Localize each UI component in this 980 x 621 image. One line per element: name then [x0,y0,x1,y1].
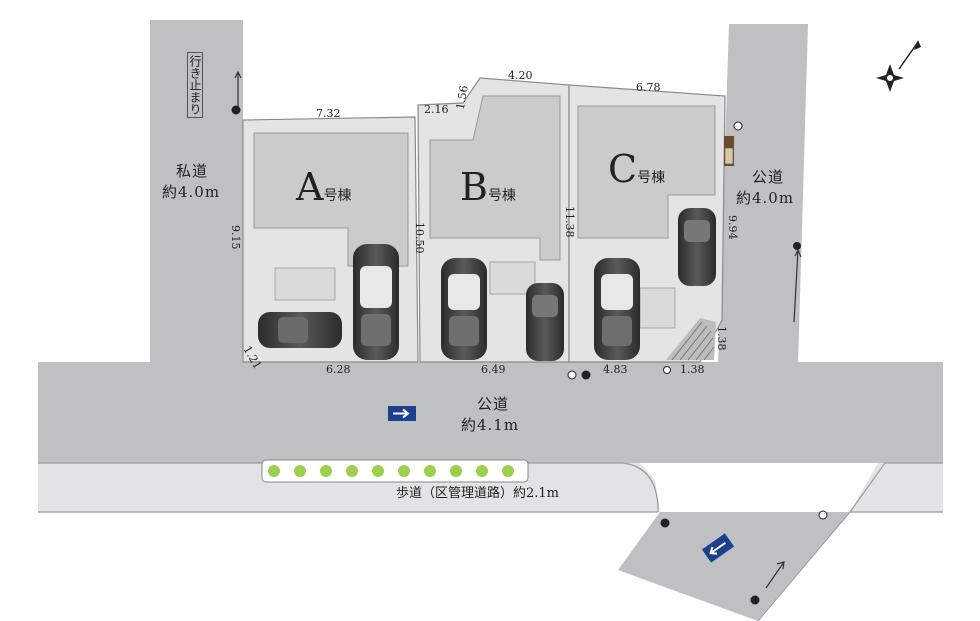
dim-b-bottom: 6.49 [481,363,506,376]
hedge-row [261,459,529,483]
one-way-sign-side [701,533,735,563]
car-a-horizontal [258,312,342,348]
lot-b-suffix: 号棟 [487,188,516,204]
lot-b-label: B号棟 [460,168,516,206]
dim-a-top: 7.32 [316,107,341,120]
dim-b-side: 10.50 [413,222,426,254]
lot-a-label: A号棟 [296,168,351,206]
cars [258,208,716,361]
compass-icon [876,40,921,92]
one-way-sign-main [388,406,416,421]
lot-c-suffix: 号棟 [637,170,666,186]
dead-end-label: 行き止まり [187,52,203,118]
private-road-width: 約4.0m [162,183,221,201]
car-c-right [678,208,716,286]
houses [253,95,734,361]
dim-c-corner-right: 1.38 [715,326,728,351]
side-road-southeast [618,512,850,621]
car-c-left [594,258,640,360]
lot-a-suffix: 号棟 [323,188,352,204]
house-c [577,105,716,239]
sidewalk-east [850,463,943,512]
dim-c-bottom: 4.83 [603,363,628,376]
lot-a-letter: A [296,165,324,209]
dim-c-corner-bottom: 1.38 [680,363,705,376]
dim-a-bottom: 6.28 [326,363,351,376]
main-road-width: 約4.1m [461,416,520,434]
public-road-main [38,362,943,463]
parking-c [639,287,676,329]
car-b-left [441,258,487,360]
dim-a-left: 9.15 [229,225,242,250]
lot-b-letter: B [460,165,488,209]
lot-c-label: C号棟 [608,150,665,188]
dim-c-side: 11.38 [563,206,576,238]
house-b [429,95,561,261]
parking-a [274,267,336,301]
dim-c-top: 6.78 [636,81,661,94]
sidewalk-label: 歩道（区管理道路）約2.1m [396,486,560,501]
dim-b-top: 4.20 [508,69,533,82]
house-a [253,132,409,267]
lot-c-letter: C [608,147,638,191]
roads [38,20,943,621]
public-road-east [718,24,808,364]
dim-b-top-left: 2.16 [424,103,449,116]
utility-poles [231,105,828,605]
car-a-vertical [353,244,399,360]
main-road-name: 公道 [477,395,510,413]
car-b-right [526,283,564,361]
traffic-arrows [234,70,802,589]
parking-b [489,261,536,295]
dim-c-right: 9.94 [726,215,739,240]
sidewalk-curb [38,462,943,513]
private-road-name: 私道 [176,162,209,180]
east-road-name: 公道 [752,168,785,186]
private-road-west [150,20,243,362]
east-road-width: 約4.0m [736,189,795,207]
